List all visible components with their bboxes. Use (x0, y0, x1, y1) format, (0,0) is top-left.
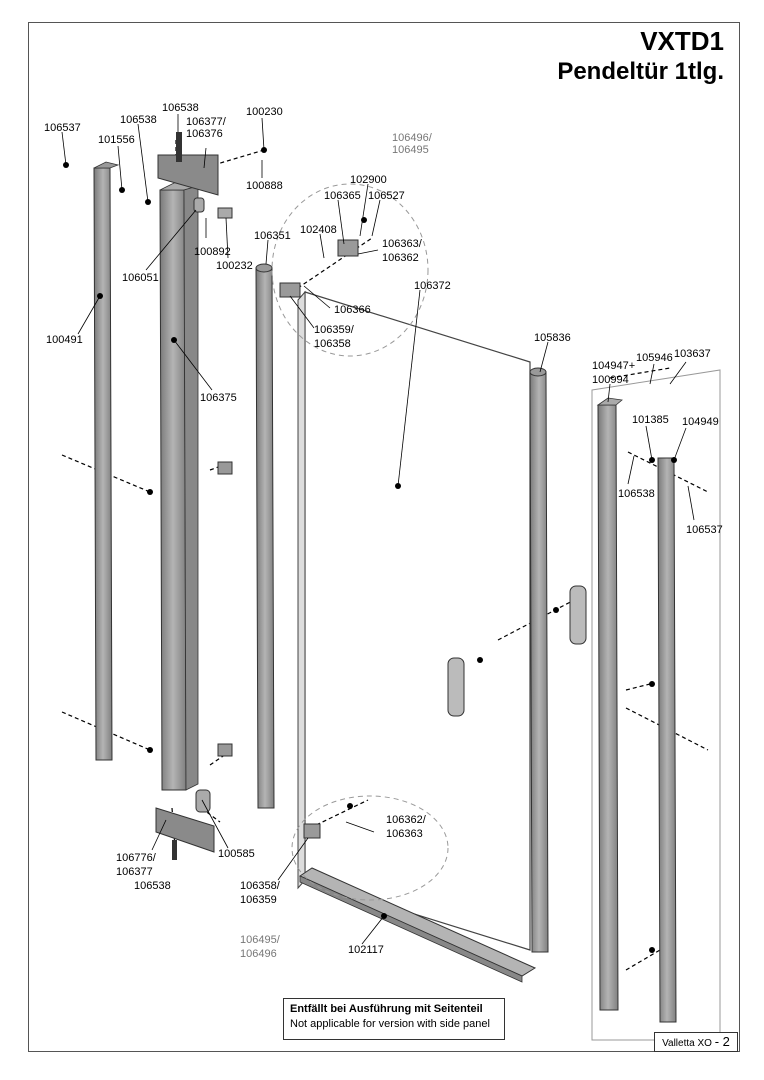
door-handle-inner (447, 657, 465, 717)
part-label: 106538 (134, 880, 171, 892)
part-label: 105946 (636, 352, 673, 364)
part-label: 106496/ (392, 132, 432, 144)
glass-door-panel (304, 291, 531, 951)
part-label: 106537 (44, 122, 81, 134)
part-label: 106366 (334, 304, 371, 316)
part-label: 106363/ (382, 238, 422, 250)
part-label: 106363 (386, 828, 423, 840)
part-label: 106537 (686, 524, 723, 536)
side-profile-right-a (597, 404, 619, 1011)
glass-clamp-top (279, 282, 301, 298)
detail-ellipse-top (271, 183, 429, 357)
part-label: 106538 (618, 488, 655, 500)
side-profile-right-b (657, 457, 677, 1023)
part-label: 100585 (218, 848, 255, 860)
page-number: - 2 (714, 1034, 730, 1049)
part-label: 106776/ (116, 852, 156, 864)
part-label: 100994 (592, 374, 629, 386)
glass-clamp-bottom (303, 823, 321, 839)
part-label: 100491 (46, 334, 83, 346)
top-hinge-block (157, 154, 219, 196)
part-label: 106377 (116, 866, 153, 878)
part-label: 106351 (254, 230, 291, 242)
part-label: 100230 (246, 106, 283, 118)
part-label: 106495/ (240, 934, 280, 946)
part-label: 106359 (240, 894, 277, 906)
bottom-sill (298, 867, 537, 977)
model-name: Valletta XO (662, 1038, 712, 1049)
drawing-title: Pendeltür 1tlg. (557, 58, 724, 85)
part-label: 106377/ (186, 116, 226, 128)
part-label: 106051 (122, 272, 159, 284)
part-label: 104947+ (592, 360, 636, 372)
part-label: 101556 (98, 134, 135, 146)
part-label: 100232 (216, 260, 253, 272)
part-label: 106538 (162, 102, 199, 114)
part-label: 102117 (348, 944, 384, 956)
part-label: 106375 (200, 392, 237, 404)
detail-ellipse-bottom (291, 795, 449, 901)
part-label: 101385 (632, 414, 669, 426)
drawing-frame (28, 22, 740, 1052)
part-label: 100892 (194, 246, 231, 258)
part-label: 106527 (368, 190, 405, 202)
part-label: 106372 (414, 280, 451, 292)
part-label: 106495 (392, 144, 429, 156)
wall-profile-left (93, 167, 113, 761)
part-label: 100888 (246, 180, 283, 192)
page-footer: Valletta XO - 2 (654, 1032, 738, 1052)
hinge-post (159, 189, 187, 791)
part-label: 106365 (324, 190, 361, 202)
part-label: 104949 (682, 416, 719, 428)
side-panel-note: Entfällt bei Ausführung mit Seitenteil N… (283, 998, 505, 1040)
note-german: Entfällt bei Ausführung mit Seitenteil (290, 1003, 483, 1015)
part-label: 106362 (382, 252, 419, 264)
drawing-code: VXTD1 (640, 26, 724, 56)
part-label: 106358 (314, 338, 351, 350)
bottom-hinge-block (155, 807, 215, 853)
door-seal-profile (255, 267, 275, 809)
part-label: 106496 (240, 948, 277, 960)
closing-profile (529, 371, 549, 953)
part-label: 105836 (534, 332, 571, 344)
door-handle-outer (569, 585, 587, 645)
part-label: 106538 (120, 114, 157, 126)
part-label: 106359/ (314, 324, 354, 336)
part-label: 106376 (186, 128, 223, 140)
part-label: 106362/ (386, 814, 426, 826)
leader-lines (61, 114, 695, 945)
part-label: 102408 (300, 224, 337, 236)
note-english: Not applicable for version with side pan… (290, 1018, 490, 1030)
part-label: 103637 (674, 348, 711, 360)
fastener-dots (63, 147, 677, 953)
part-label: 106358/ (240, 880, 280, 892)
part-label: 102900 (350, 174, 387, 186)
